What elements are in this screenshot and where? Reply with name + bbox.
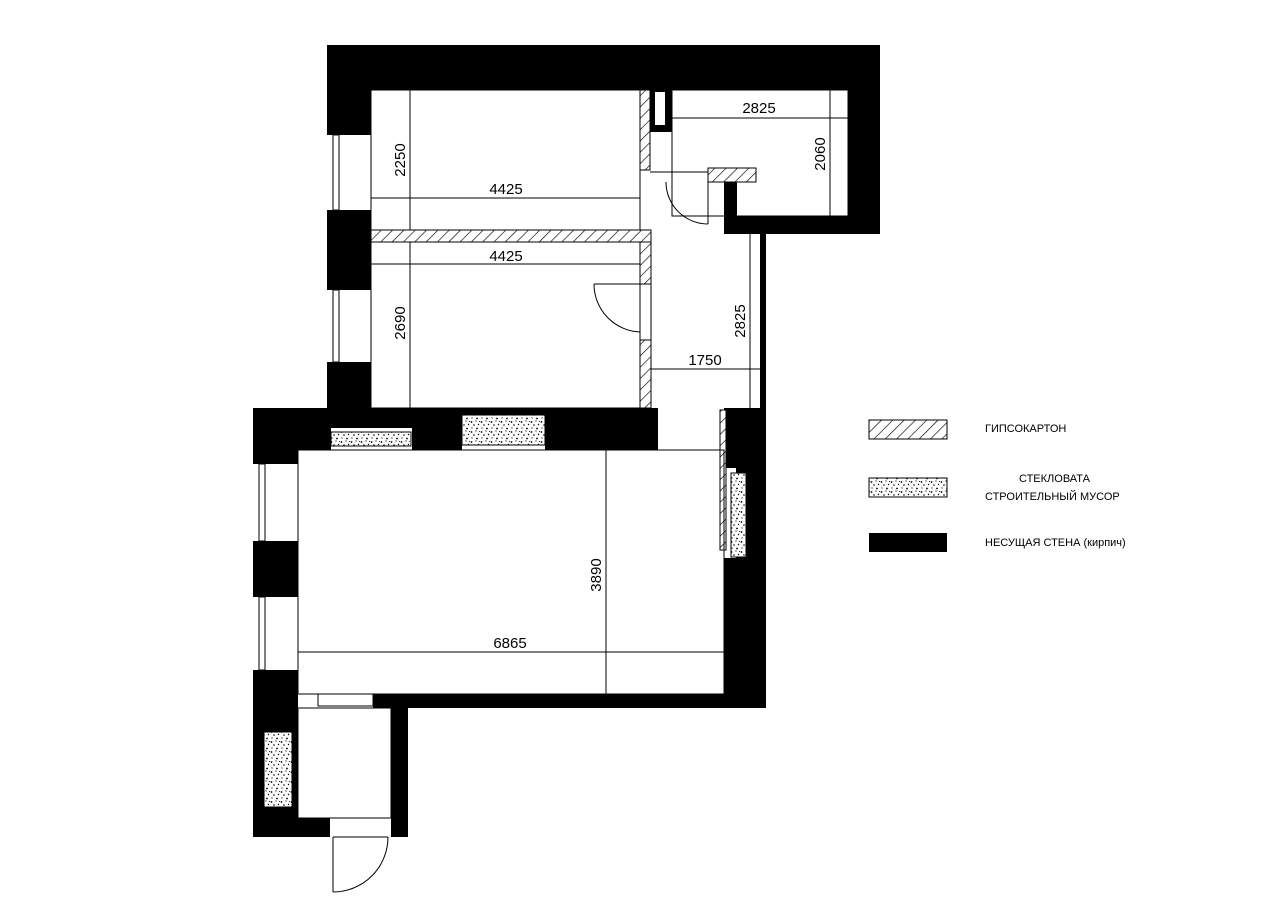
dimension-lines <box>298 90 848 694</box>
room-outlines <box>297 89 849 819</box>
doors <box>332 181 709 893</box>
windows <box>258 134 374 707</box>
legend: ГИПСОКАРТОН СТЕКЛОВАТА СТРОИТЕЛЬНЫЙ МУСО… <box>868 419 1126 552</box>
legend-insulation-label-1: СТЕКЛОВАТА <box>1019 473 1091 485</box>
bath-height-label: 2060 <box>812 137 829 170</box>
living-height-label: 3890 <box>588 558 605 591</box>
room2-width-label: 4425 <box>489 248 522 265</box>
bath-width-label: 2825 <box>742 100 775 117</box>
legend-drywall-label: ГИПСОКАРТОН <box>985 423 1066 435</box>
living-width-label: 6865 <box>493 635 526 652</box>
legend-insulation-swatch <box>868 477 948 498</box>
room2-height-label: 2690 <box>392 306 409 339</box>
legend-drywall-swatch <box>868 419 948 440</box>
legend-insulation-label-2: СТРОИТЕЛЬНЫЙ МУСОР <box>985 490 1120 503</box>
hall-height-label: 2825 <box>732 304 749 337</box>
room1-height-label: 2250 <box>392 143 409 176</box>
legend-bearing-wall-swatch <box>869 533 947 552</box>
insulation-blocks <box>263 414 747 808</box>
drywall-partitions <box>370 89 757 551</box>
hall-width-label: 1750 <box>688 352 721 369</box>
room1-width-label: 4425 <box>489 181 522 198</box>
bearing-walls <box>253 45 880 837</box>
legend-bearing-wall-label: НЕСУЩАЯ СТЕНА (кирпич) <box>985 537 1126 549</box>
